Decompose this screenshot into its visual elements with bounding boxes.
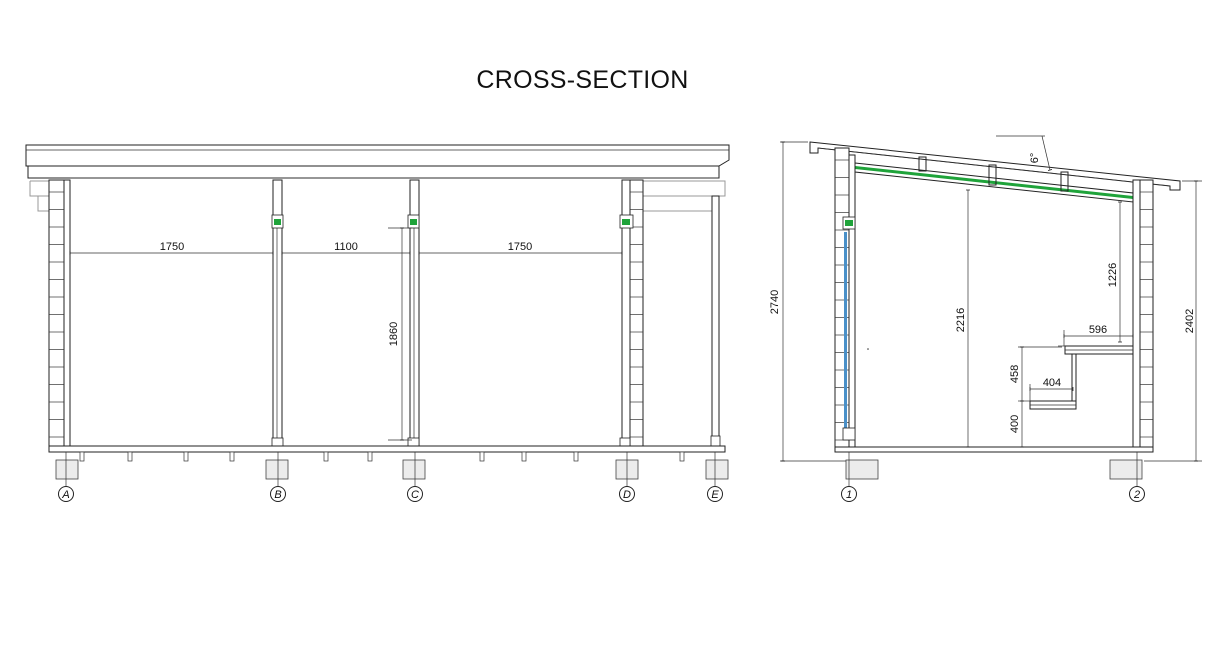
floor-joist	[323, 451, 329, 462]
right-dimensions: 2740 2402 2216 1226 596 404	[769, 141, 1202, 462]
wall-1	[834, 147, 856, 451]
dim-roof-pitch: 6°	[1029, 153, 1041, 164]
right-axes: 1 2	[841, 452, 1145, 502]
sauna-benches	[1029, 345, 1134, 410]
floor-joist	[79, 451, 85, 462]
wall-a	[48, 179, 71, 449]
floor-joist	[573, 451, 579, 462]
dim-total-height-left: 2740	[769, 290, 781, 314]
floor-joist	[479, 451, 485, 462]
dim-interior-height: 2216	[955, 308, 967, 332]
post-e	[710, 195, 721, 449]
wall-c	[407, 179, 420, 449]
axis-label-1: 1	[846, 489, 852, 501]
left-axes: A B C D E	[58, 452, 723, 502]
left-floor	[48, 445, 726, 462]
right-floor	[834, 446, 1154, 480]
axis-label-e: E	[711, 489, 719, 501]
wall-2	[1132, 179, 1154, 451]
dim-bench-low-height: 400	[1009, 415, 1021, 433]
left-section: A B C D E 1750 1100 1750 1860	[25, 144, 730, 502]
floor-joist	[521, 451, 527, 462]
floor-joist	[229, 451, 235, 462]
axis-label-a: A	[61, 489, 69, 501]
dim-upper-gap: 1226	[1107, 263, 1119, 287]
wall-d-door	[619, 214, 634, 449]
dim-bench-upper-depth: 596	[1089, 324, 1107, 336]
floor-joist	[183, 451, 189, 462]
floor-joist	[679, 451, 685, 462]
wall-d	[621, 179, 644, 449]
wall-b	[271, 179, 284, 449]
floor-joist	[127, 451, 133, 462]
dim-span-ab: 1750	[160, 241, 184, 253]
left-dimensions: 1750 1100 1750 1860	[69, 227, 623, 441]
axis-label-b: B	[274, 489, 281, 501]
right-roof: 6°	[809, 135, 1181, 203]
axis-label-d: D	[623, 489, 631, 501]
axis-label-c: C	[411, 489, 419, 501]
dim-total-height-right: 2402	[1184, 309, 1196, 333]
dim-span-cd: 1750	[508, 241, 532, 253]
right-section: 6°	[769, 135, 1202, 502]
dim-bench-lower-depth: 404	[1043, 377, 1061, 389]
axis-label-2: 2	[1133, 489, 1140, 501]
dim-bench-step-height: 458	[1009, 365, 1021, 383]
page-title: CROSS-SECTION	[476, 66, 689, 94]
dim-span-bc: 1100	[334, 241, 358, 253]
floor-joist	[367, 451, 373, 462]
dim-door-height: 1860	[388, 322, 400, 346]
